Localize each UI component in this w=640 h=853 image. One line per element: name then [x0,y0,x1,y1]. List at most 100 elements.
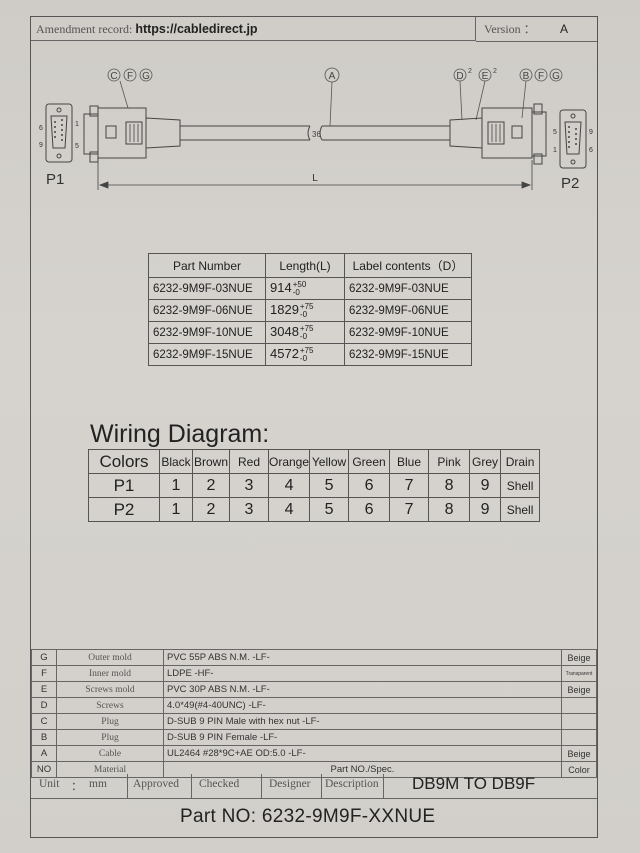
wiring-diagram-title: Wiring Diagram: [90,420,270,448]
p1-label: P1 [46,171,64,188]
material-color [561,713,597,730]
header-length: Length(L) [265,253,345,278]
tolerance-lower: -0 [299,331,308,341]
callout-d: D [456,71,463,82]
tolerance-upper: +75 [299,301,314,311]
colors-row: Colors Black Brown Red Orange Yellow Gre… [88,449,541,474]
p1-pins [54,119,63,141]
material-spec: LDPE -HF- [163,665,562,682]
p1-connector-body [83,105,181,163]
p2-pin-9: 9 [589,129,593,136]
material-row: A Cable UL2464 #28*9C+AE OD:5.0 -LF- Bei… [31,745,597,762]
color-green: Green [348,449,391,474]
title-block: Unit ： mm Approved Checked Designer Desc… [31,774,597,799]
p1-pin: 9 [469,473,502,498]
material-key: D [31,697,57,714]
tolerance-lower: -0 [299,309,308,319]
p1-end-view [45,103,73,163]
material-color: Beige [561,681,597,698]
color-yellow: Yellow [309,449,350,474]
p2-pin: 8 [428,497,471,522]
material-row: C Plug D-SUB 9 PIN Male with hex nut -LF… [31,713,597,730]
material-header-spec: Part NO./Spec. [163,761,562,778]
p1-pin: 5 [309,473,350,498]
part-number: 6232-9M9F-15NUE [148,343,266,366]
material-row: G Outer mold PVC 55P ABS N.M. -LF- Beige [31,649,597,666]
material-color: Transparent [561,665,597,682]
cable-line [180,125,450,141]
table-row: 6232-9M9F-15NUE 4572+75-0 6232-9M9F-15NU… [148,343,472,366]
part-number-title: Part NO: 6232-9M9F-XXNUE [180,806,436,827]
approved-label: Approved [133,778,179,790]
amendment-record: Amendment record: https://cabledirect.jp [31,17,476,41]
material-row: E Screws mold PVC 30P ABS N.M. -LF- Beig… [31,681,597,698]
p2-shell: Shell [500,497,541,522]
callout-e: E [482,71,489,82]
length-value: 3048 [270,324,299,340]
divider [191,774,192,798]
p2-pin: 6 [348,497,391,522]
material-key: F [31,665,57,682]
callout-cfg [107,68,153,109]
length-value: 1829 [270,302,299,318]
model-description: DB9M TO DB9F [412,774,536,793]
p1-pin: 6 [348,473,391,498]
p2-row: P2 1 2 3 4 5 6 7 8 9 Shell [88,497,541,522]
p2-pins [568,126,577,148]
callout-c: C [110,71,117,82]
material-key: A [31,745,57,762]
callout-de [453,68,492,121]
color-black: Black [159,449,193,474]
p1-pin: 2 [192,473,230,498]
label-contents: 6232-9M9F-03NUE [344,277,472,300]
part-number: 6232-9M9F-10NUE [148,321,266,344]
p1-pin: 7 [389,473,430,498]
p2-grip-lines [491,124,501,142]
callout-b: B [523,71,530,82]
sheet-border [30,16,598,838]
p1-pin-9: 9 [39,142,43,149]
version-box: Version ： A [476,17,597,42]
length-cell: 1829+75-0 [265,299,345,322]
header-part-number: Part Number [148,253,266,278]
p2-pin: 3 [229,497,269,522]
callout-f-left: F [127,71,133,82]
callout-f-right: F [538,71,544,82]
p2-connector-body [449,103,547,165]
table-row: 6232-9M9F-03NUE 914+50-0 6232-9M9F-03NUE [148,277,472,300]
material-name: Screws [56,697,164,714]
material-spec: PVC 55P ABS N.M. -LF- [163,649,562,666]
color-blue: Blue [389,449,430,474]
material-row: B Plug D-SUB 9 PIN Female -LF- [31,729,597,746]
material-spec: D-SUB 9 PIN Male with hex nut -LF- [163,713,562,730]
p1-pin: 4 [267,473,311,498]
label-contents: 6232-9M9F-15NUE [344,343,472,366]
callout-a: A [329,71,336,82]
length-value: 4572 [270,346,299,362]
description-label: Description [325,778,379,790]
color-pink: Pink [428,449,471,474]
material-color [561,729,597,746]
material-name: Plug [56,713,164,730]
p1-pin-5: 5 [75,143,79,150]
p2-label: P2 [561,175,579,192]
table-row: 6232-9M9F-06NUE 1829+75-0 6232-9M9F-06NU… [148,299,472,322]
material-color: Beige [561,745,597,762]
part-number-table: Part Number Length(L) Label contents（D） … [148,253,472,366]
colors-label: Colors [88,449,160,474]
amendment-label: Amendment record: [36,22,133,36]
p2-pin: 9 [469,497,502,522]
color-drain: Drain [500,449,541,474]
material-spec: 4.0*49(#4-40UNC) -LF- [163,697,562,714]
color-orange: Orange [267,449,311,474]
material-color: Beige [561,649,597,666]
callout-d-sup: 2 [468,68,472,75]
material-spec: UL2464 #28*9C+AE OD:5.0 -LF- [163,745,562,762]
tolerance-lower: -0 [299,353,308,363]
unit-value: mm [89,778,107,790]
amendment-url[interactable]: https://cabledirect.jp [135,22,258,36]
material-spec: PVC 30P ABS N.M. -LF- [163,681,562,698]
designer-label: Designer [269,778,311,790]
callout-a-leader [329,81,333,127]
version-label: Version ： [484,22,536,36]
